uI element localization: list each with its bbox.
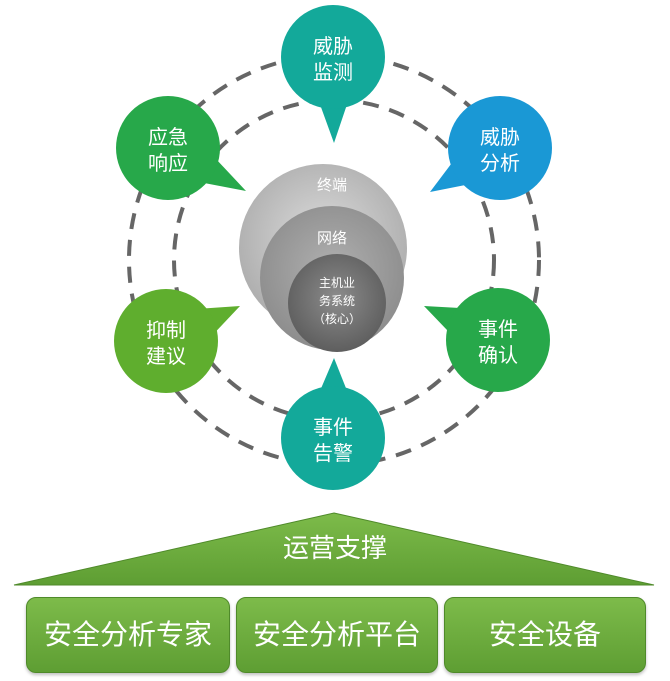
- core-inner-line3: （核心）: [313, 312, 361, 326]
- node-confirm-circle: [446, 288, 550, 392]
- node-monitor-label-1: 威胁: [313, 34, 353, 58]
- node-respond-circle: [116, 96, 220, 200]
- core-inner-line2: 务系统: [319, 293, 355, 308]
- core-circles: 终端 网络 主机业 务系统 （核心）: [239, 164, 407, 352]
- node-confirm-label-2: 确认: [478, 343, 518, 367]
- support-roof: [13, 512, 655, 586]
- pillar-security-experts: 安全分析专家: [26, 597, 230, 673]
- node-alert-label-1: 事件: [313, 415, 353, 439]
- core-outer-label: 终端: [317, 176, 347, 194]
- node-monitor-label-2: 监测: [313, 60, 353, 84]
- node-confirm-label-1: 事件: [478, 317, 518, 341]
- node-monitor-tail: [319, 102, 348, 143]
- pillar-analysis-platform: 安全分析平台: [236, 597, 438, 673]
- core-middle-label: 网络: [317, 229, 347, 247]
- node-suggest-label-2: 建议: [146, 344, 186, 368]
- node-monitor-circle: [281, 5, 385, 109]
- node-analyze-tail: [430, 160, 469, 192]
- core-inner-circle: [288, 254, 386, 352]
- node-alert-label-2: 告警: [313, 441, 353, 465]
- node-analyze-label-2: 分析: [480, 151, 520, 175]
- node-respond-label-1: 应急: [148, 125, 188, 149]
- node-suggest-label-1: 抑制: [146, 318, 186, 342]
- node-respond-label-2: 响应: [148, 151, 188, 175]
- node-suggest-circle: [114, 289, 218, 393]
- node-alert-circle: [281, 386, 385, 490]
- node-alert-tail: [319, 358, 348, 393]
- support-title: 运营支撑: [282, 534, 387, 564]
- node-analyze-circle: [448, 96, 552, 200]
- outer-dashed-ring: [127, 53, 541, 467]
- node-analyze-label-1: 威胁: [480, 125, 520, 149]
- pillar-security-devices: 安全设备: [444, 597, 646, 673]
- core-inner-line1: 主机业: [319, 276, 355, 290]
